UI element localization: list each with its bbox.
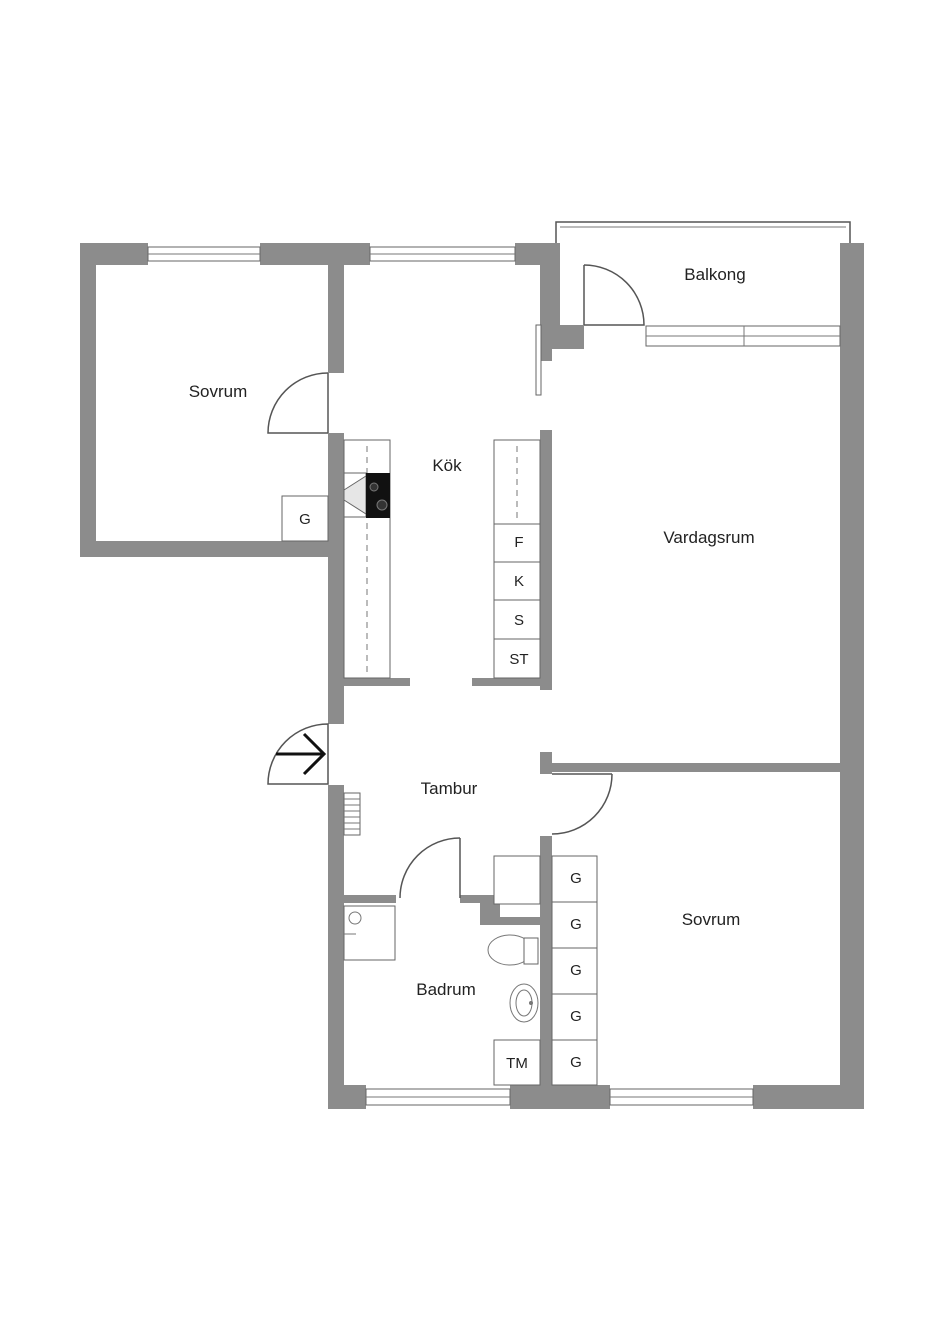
label-freezer: K xyxy=(514,573,524,590)
label-wardrobe: G xyxy=(570,1054,582,1071)
label-sovrum-nw: Sovrum xyxy=(189,382,248,401)
walls xyxy=(80,243,864,1109)
label-balkong: Balkong xyxy=(684,265,745,284)
door-bedroom-se xyxy=(551,773,613,835)
wardrobes xyxy=(551,855,598,1086)
label-badrum: Badrum xyxy=(416,980,476,999)
label-washer: TM xyxy=(506,1055,528,1072)
label-tambur: Tambur xyxy=(421,779,478,798)
label-storage: S xyxy=(514,612,524,629)
label-wardrobe: G xyxy=(570,1008,582,1025)
door-balcony xyxy=(583,264,645,326)
door-bathroom xyxy=(399,837,461,899)
label-broom: ST xyxy=(509,651,528,668)
hall-closet xyxy=(493,855,541,905)
label-vardagsrum: Vardagsrum xyxy=(663,528,754,547)
label-wardrobe: G xyxy=(570,916,582,933)
entrance-arrow-icon xyxy=(276,732,327,776)
label-fridge: F xyxy=(514,534,523,551)
doors xyxy=(267,264,645,899)
washer-box xyxy=(493,1039,541,1086)
shower-icon xyxy=(343,905,396,961)
label-sovrum-se: Sovrum xyxy=(682,910,741,929)
windows xyxy=(147,246,841,1106)
label-kok: Kök xyxy=(432,456,462,475)
shoe-rack xyxy=(343,792,361,836)
stove-icon xyxy=(366,473,390,518)
label-wardrobe: G xyxy=(570,962,582,979)
door-bedroom-nw xyxy=(267,372,329,434)
toilet-icon xyxy=(487,934,539,966)
label-closet-g: G xyxy=(299,511,311,528)
sink-icon xyxy=(509,983,539,1023)
balcony-railing xyxy=(555,221,851,243)
kitchen-counter-right xyxy=(493,439,541,679)
label-wardrobe: G xyxy=(570,870,582,887)
door-entrance xyxy=(267,723,329,785)
closet-nw xyxy=(281,495,329,542)
kitchen-counter-left xyxy=(343,439,391,679)
